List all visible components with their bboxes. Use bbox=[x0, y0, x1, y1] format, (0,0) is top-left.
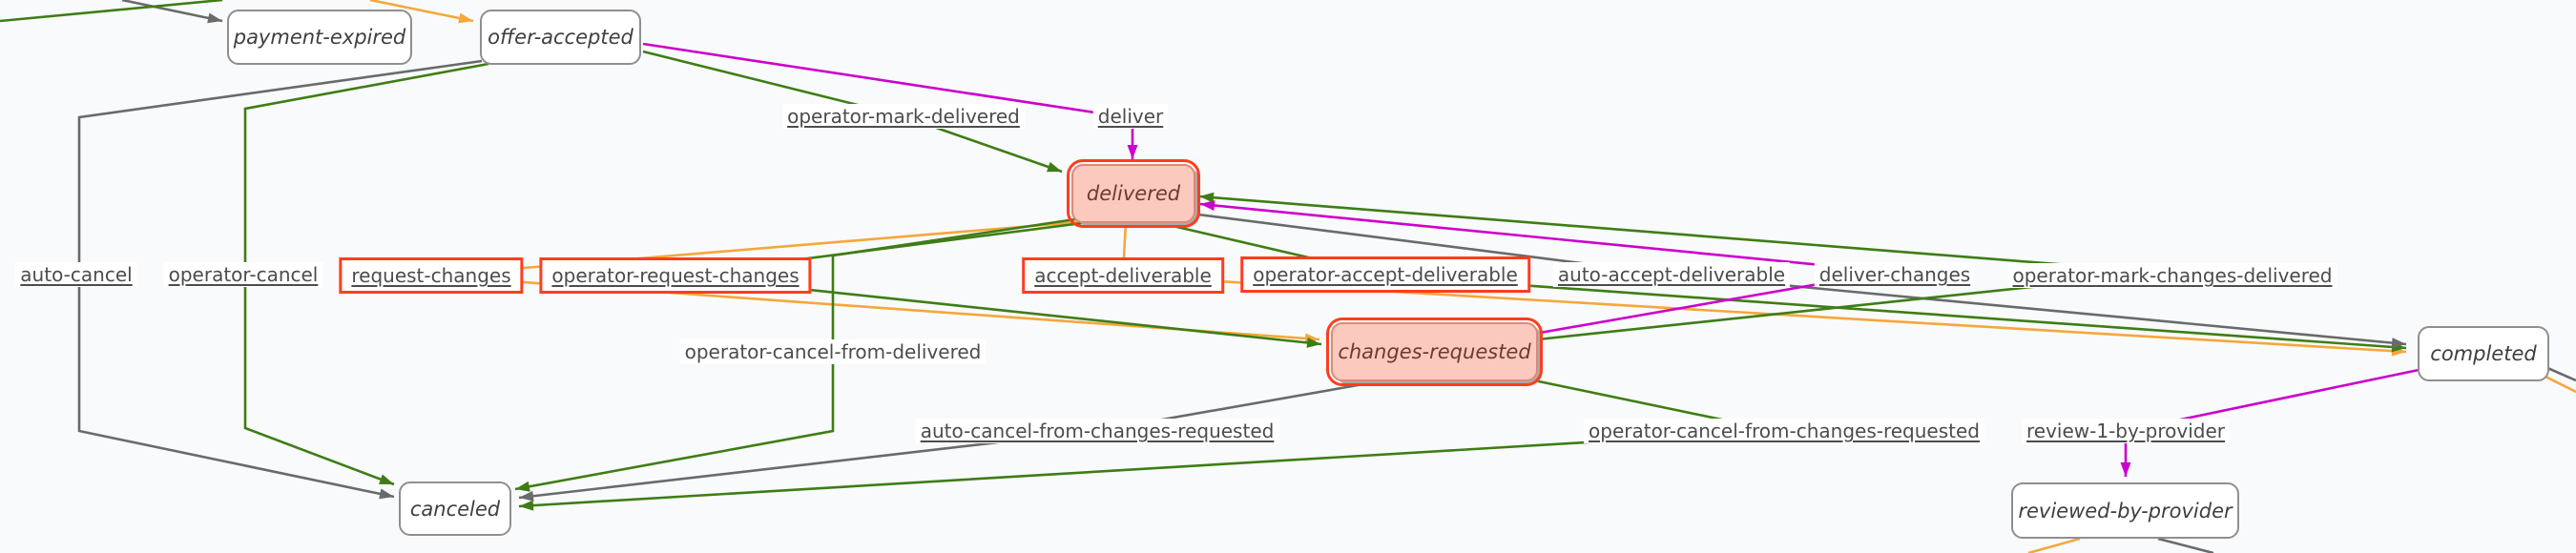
state-node-delivered[interactable]: delivered bbox=[1067, 159, 1200, 228]
edge-reviewed-exit-system bbox=[2157, 537, 2214, 553]
edge-deliver bbox=[642, 42, 1134, 159]
arrowhead-into-payment-expired bbox=[207, 12, 222, 24]
edge-into-payment-expired bbox=[121, 0, 223, 23]
edge-into-offer-accepted bbox=[369, 0, 474, 23]
arrowhead-auto-cancel-from-changes-requested bbox=[519, 490, 534, 502]
state-node-canceled[interactable]: canceled bbox=[399, 481, 511, 536]
transition-label-operator-cancel[interactable]: operator-cancel bbox=[163, 262, 323, 287]
edge-completed-exit-customer bbox=[2543, 374, 2576, 394]
edge-completed-exit-system bbox=[2545, 365, 2576, 382]
state-node-payment-expired[interactable]: payment-expired bbox=[227, 10, 412, 65]
state-node-reviewed-by-provider[interactable]: reviewed-by-provider bbox=[2011, 482, 2239, 539]
arrowhead-operator-mark-delivered bbox=[1047, 161, 1062, 173]
edge-reviewed-exit-customer bbox=[2027, 537, 2081, 553]
transition-label-auto-cancel[interactable]: auto-cancel bbox=[15, 262, 137, 287]
transition-label-operator-mark-delivered[interactable]: operator-mark-delivered bbox=[782, 104, 1025, 129]
arrowhead-auto-accept-deliverable bbox=[2391, 338, 2406, 349]
arrowhead-auto-cancel bbox=[379, 488, 394, 500]
edge-operator-cancel-from-changes-requested bbox=[518, 379, 1777, 508]
state-node-changes-requested[interactable]: changes-requested bbox=[1326, 317, 1543, 386]
arrowhead-review-1-by-provider bbox=[2120, 462, 2131, 477]
transition-label-operator-cancel-from-delivered: operator-cancel-from-delivered bbox=[679, 339, 987, 364]
transition-label-accept-deliverable[interactable]: accept-deliverable bbox=[1022, 257, 1224, 294]
arrowhead-operator-cancel bbox=[379, 474, 394, 484]
arrowhead-operator-request-changes bbox=[1306, 337, 1321, 348]
arrowhead-into-offer-accepted bbox=[458, 12, 473, 24]
state-node-offer-accepted[interactable]: offer-accepted bbox=[480, 10, 641, 65]
arrowhead-deliver bbox=[1127, 145, 1138, 159]
edge-crossing-top-left bbox=[0, 0, 223, 23]
arrowhead-deliver-changes bbox=[1200, 199, 1215, 211]
transition-label-deliver[interactable]: deliver bbox=[1092, 104, 1169, 129]
transition-label-auto-accept-deliverable[interactable]: auto-accept-deliverable bbox=[1552, 262, 1791, 287]
transition-label-auto-cancel-from-changes-requested[interactable]: auto-cancel-from-changes-requested bbox=[915, 419, 1279, 443]
state-node-completed[interactable]: completed bbox=[2418, 326, 2549, 381]
transition-label-request-changes[interactable]: request-changes bbox=[339, 257, 524, 294]
arrowhead-operator-mark-changes-delivered bbox=[1199, 192, 1215, 203]
transition-label-operator-cancel-from-changes-requested[interactable]: operator-cancel-from-changes-requested bbox=[1584, 419, 1984, 443]
transition-label-review-1-by-provider[interactable]: review-1-by-provider bbox=[2021, 419, 2231, 443]
transition-label-operator-request-changes[interactable]: operator-request-changes bbox=[539, 257, 812, 294]
transition-label-deliver-changes[interactable]: deliver-changes bbox=[1814, 262, 1976, 287]
arrowhead-operator-cancel-from-changes-requested bbox=[519, 500, 534, 511]
transition-label-operator-mark-changes-delivered[interactable]: operator-mark-changes-delivered bbox=[2007, 263, 2337, 288]
arrowhead-operator-cancel-from-delivered bbox=[515, 481, 530, 492]
transition-label-operator-accept-deliverable[interactable]: operator-accept-deliverable bbox=[1240, 256, 1530, 293]
